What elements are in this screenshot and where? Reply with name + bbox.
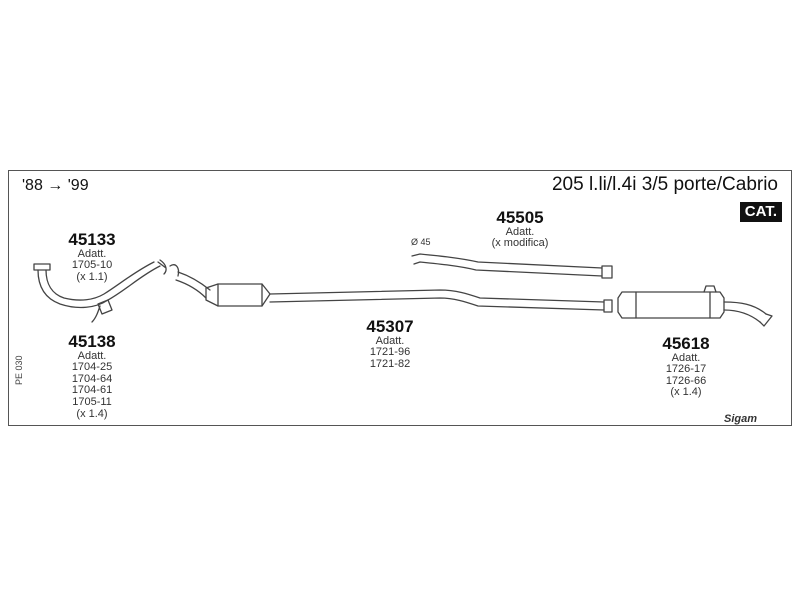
part-detail: 1704-25 — [71, 361, 113, 374]
part-number: 45618 — [662, 334, 710, 353]
part-detail: (x modifica) — [491, 237, 549, 250]
mid-pipe — [269, 289, 613, 313]
part-detail: (x 1.4) — [76, 407, 108, 420]
catalytic-converter — [169, 264, 271, 307]
part-detail: Adatt. — [77, 247, 107, 260]
extension-pipe — [411, 253, 613, 279]
cat-badge: CAT. — [739, 202, 782, 222]
part-detail: Adatt. — [375, 334, 405, 347]
part-detail: 1705-11 — [72, 396, 112, 409]
part-detail: (x 1.4) — [670, 386, 702, 399]
brand-logo: Sigam — [724, 413, 758, 425]
part-detail: 1704-61 — [71, 384, 113, 397]
part-detail: 1726-17 — [665, 363, 707, 376]
part-detail: 1721-82 — [369, 357, 411, 370]
vehicle-model-title: 205 l.li/l.4i 3/5 porte/Cabrio — [551, 174, 778, 195]
part-label-45307: 45307 Adatt. 1721-96 1721-82 — [358, 318, 422, 370]
part-detail: (x 1.1) — [76, 270, 108, 283]
year-range: '88 → '99 — [22, 177, 89, 194]
part-detail: 1704-64 — [71, 372, 113, 385]
part-label-45505: 45505 Adatt. (x modifica) — [480, 209, 560, 250]
diameter-label: Ø 45 — [411, 237, 431, 247]
part-number: 45505 — [496, 208, 544, 227]
part-number: 45138 — [68, 332, 116, 351]
part-detail: 1721-96 — [369, 346, 411, 359]
rear-silencer — [617, 285, 773, 327]
part-detail: Adatt. — [671, 351, 701, 364]
part-label-45618: 45618 Adatt. 1726-17 1726-66 (x 1.4) — [654, 335, 718, 399]
part-detail: 1705-10 — [71, 259, 113, 272]
part-number: 45133 — [68, 230, 116, 249]
diagram-panel — [8, 170, 792, 426]
part-label-45138: 45138 Adatt. 1704-25 1704-64 1704-61 170… — [62, 333, 122, 420]
front-downpipe — [33, 259, 167, 323]
part-detail: Adatt. — [505, 225, 535, 238]
part-detail: Adatt. — [77, 349, 107, 362]
part-number: 45307 — [366, 317, 414, 336]
part-label-45133: 45133 Adatt. 1705-10 (x 1.1) — [62, 231, 122, 283]
part-detail: 1726-66 — [665, 374, 707, 387]
